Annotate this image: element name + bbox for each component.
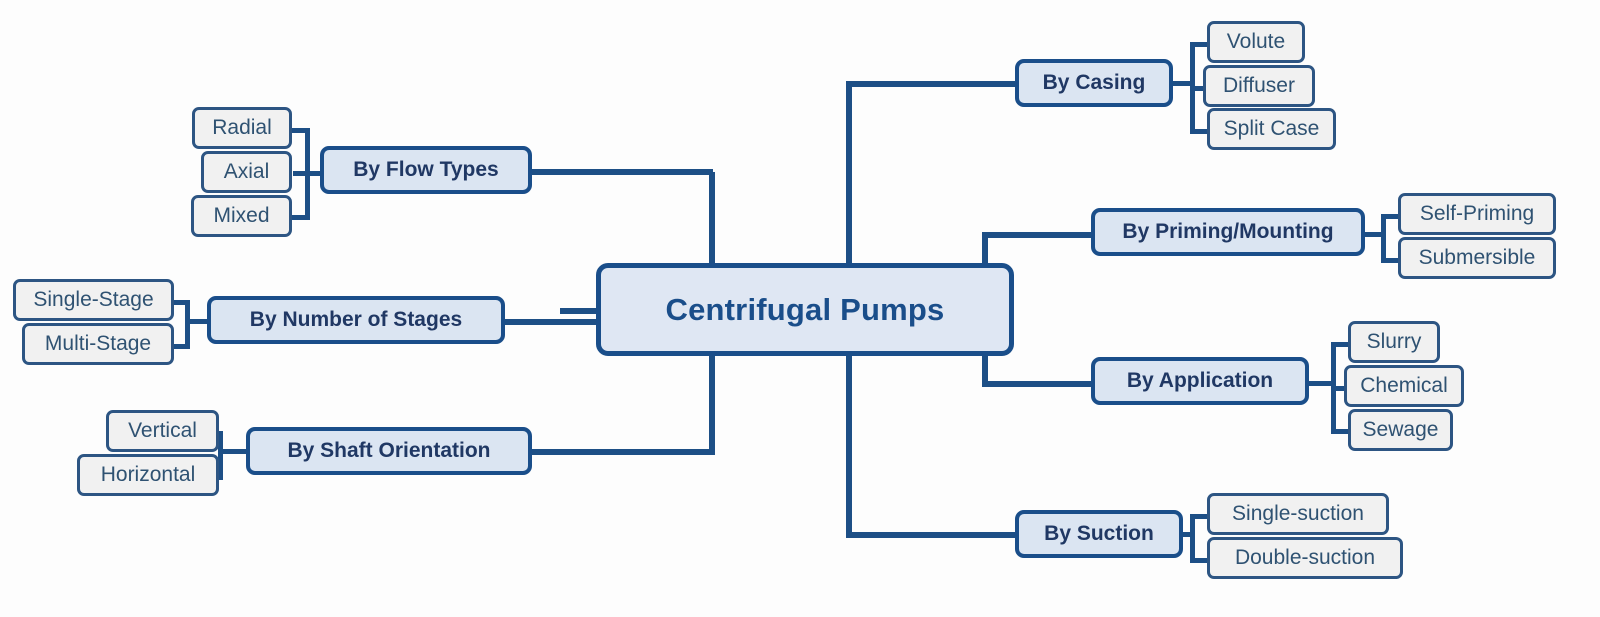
leaf-node-single-suction[interactable]: Single-suction (1207, 493, 1389, 535)
connector-right-inner-trunk-bottom (982, 352, 988, 387)
connector-right-branch-casing (846, 81, 1020, 87)
leaf-node-split-case[interactable]: Split Case (1207, 108, 1336, 150)
leaf-node-mixed[interactable]: Mixed (191, 195, 292, 237)
connector-right-branch-suction (846, 532, 1018, 538)
connector-spine-suction (1190, 514, 1195, 560)
connector-stub-shaft-mid (218, 449, 250, 454)
connector-stub-axial (293, 171, 310, 176)
connector-right-outer-trunk-top (846, 81, 852, 263)
leaf-node-self-priming[interactable]: Self-Priming (1398, 193, 1556, 235)
leaf-node-submersible[interactable]: Submersible (1398, 237, 1556, 279)
connector-left-branch-shaft-orientation (527, 449, 713, 455)
branch-node-by-flow-types[interactable]: By Flow Types (320, 146, 532, 194)
connector-stub-stages-mid (185, 319, 210, 324)
leaf-node-chemical[interactable]: Chemical (1344, 365, 1464, 407)
connector-stub-mixed (288, 215, 310, 220)
branch-node-by-casing[interactable]: By Casing (1015, 59, 1173, 107)
connector-stub-slurry (1331, 342, 1353, 347)
connector-right-branch-application (982, 381, 1094, 387)
leaf-node-single-stage[interactable]: Single-Stage (13, 279, 174, 321)
leaf-node-axial[interactable]: Axial (201, 151, 292, 193)
connector-stub-single-suction (1190, 514, 1212, 519)
connector-stub-split-case (1190, 129, 1212, 134)
connector-left-branch-flow-types (527, 169, 713, 175)
branch-node-by-application[interactable]: By Application (1091, 357, 1309, 405)
branch-node-by-suction[interactable]: By Suction (1015, 510, 1183, 558)
leaf-node-multi-stage[interactable]: Multi-Stage (22, 323, 174, 365)
connector-stub-sewage (1331, 429, 1353, 434)
leaf-node-sewage[interactable]: Sewage (1348, 409, 1453, 451)
connector-stub-single-stage (168, 300, 190, 305)
connector-stub-self-priming (1381, 214, 1403, 219)
root-node-centrifugal-pumps[interactable]: Centrifugal Pumps (596, 263, 1014, 356)
connector-stub-diffuser (1190, 86, 1208, 91)
connector-stub-volute (1190, 42, 1212, 47)
branch-node-by-shaft-orientation[interactable]: By Shaft Orientation (246, 427, 532, 475)
connector-stub-double-suction (1190, 558, 1212, 563)
leaf-node-double-suction[interactable]: Double-suction (1207, 537, 1403, 579)
leaf-node-radial[interactable]: Radial (192, 107, 292, 149)
connector-stub-priming-mid (1360, 232, 1386, 237)
connector-right-branch-priming (982, 232, 1094, 238)
connector-stub-chemical (1331, 386, 1349, 391)
connector-stub-casing-mid (1168, 81, 1195, 86)
connector-right-inner-trunk-top (982, 232, 988, 267)
branch-node-by-priming-mounting[interactable]: By Priming/Mounting (1091, 208, 1365, 256)
connector-spine-shaft-orientation (218, 431, 223, 477)
leaf-node-slurry[interactable]: Slurry (1348, 321, 1440, 363)
leaf-node-diffuser[interactable]: Diffuser (1203, 65, 1315, 107)
connector-stub-submersible (1381, 258, 1403, 263)
connector-stub-application-mid (1308, 381, 1336, 386)
connector-right-outer-trunk-bottom (846, 356, 852, 538)
leaf-node-horizontal[interactable]: Horizontal (77, 454, 219, 496)
connector-stub-multi-stage (170, 344, 190, 349)
connector-spine-priming (1381, 214, 1386, 260)
branch-node-by-number-of-stages[interactable]: By Number of Stages (207, 296, 505, 344)
connector-stub-radial (288, 128, 310, 133)
leaf-node-volute[interactable]: Volute (1207, 21, 1305, 63)
leaf-node-vertical[interactable]: Vertical (106, 410, 219, 452)
